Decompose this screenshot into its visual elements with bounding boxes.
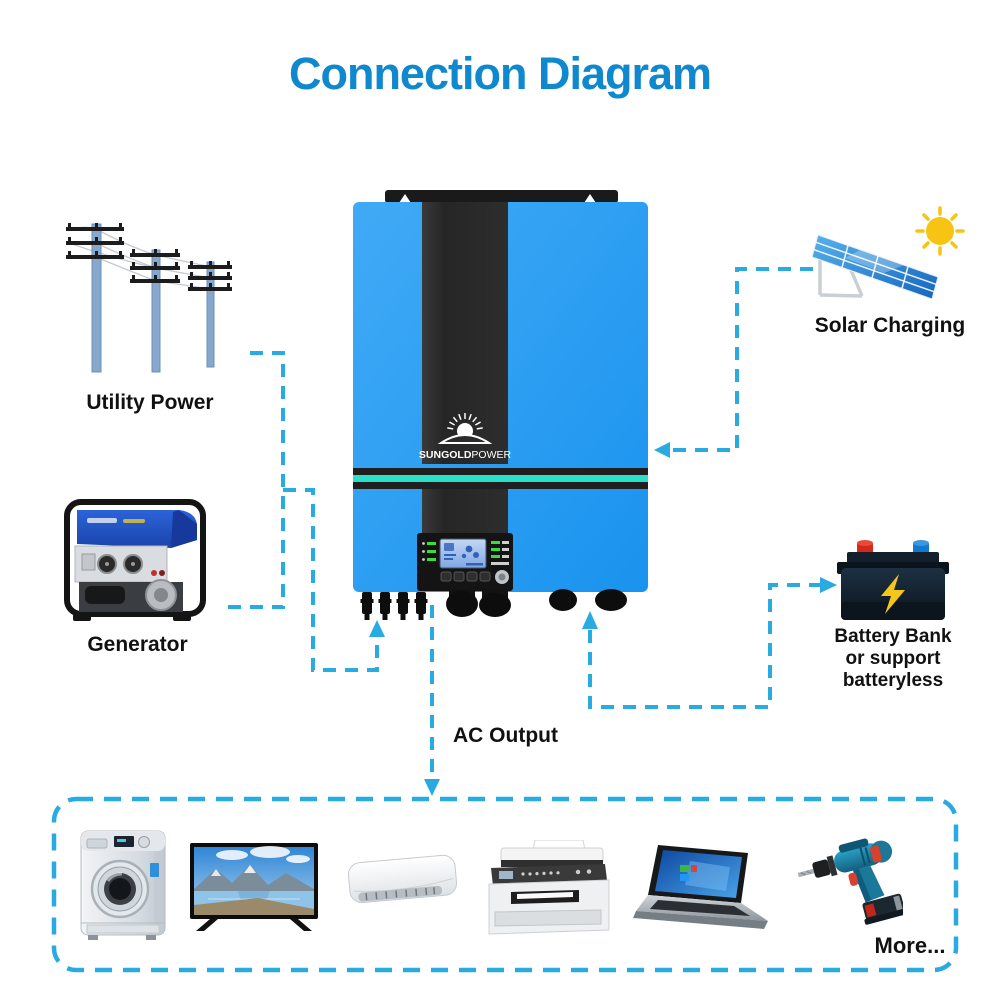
- svg-text:SUNGOLDPOWER: SUNGOLDPOWER: [419, 449, 512, 461]
- ac-output-label: AC Output: [453, 724, 558, 747]
- panel-button: [466, 571, 478, 582]
- panel-button: [479, 571, 491, 582]
- cable-gland: [446, 591, 478, 617]
- generator-icon: [64, 499, 206, 621]
- inverter-center-stripe: [422, 202, 508, 464]
- printer-icon: [488, 840, 610, 935]
- air-conditioner-icon: [347, 854, 458, 904]
- sungold-logo: SUNGOLDPOWER: [419, 413, 512, 461]
- mc4-connector: [378, 592, 392, 620]
- mc4-connector: [396, 592, 410, 620]
- generator-label: Generator: [87, 633, 188, 656]
- mounting-bracket: [385, 190, 618, 203]
- cable-gland: [549, 589, 577, 611]
- laptop-icon: [633, 845, 768, 929]
- brand-primary: SUNGOLD: [419, 449, 472, 461]
- lightning-bolt-icon: [881, 574, 905, 614]
- mc4-connector: [414, 592, 428, 620]
- page-title: Connection Diagram: [288, 48, 712, 99]
- battery-icon: [837, 540, 949, 620]
- cable-gland: [479, 593, 511, 617]
- tv-icon: [190, 843, 318, 931]
- bottom-connectors: [360, 589, 627, 620]
- panel-button: [453, 571, 465, 582]
- mc4-connector: [360, 592, 374, 620]
- battery-bank-label: Battery Bank or support batteryless: [834, 626, 952, 691]
- accent-band-teal-stripe: [353, 475, 648, 482]
- utility-to-bus-line: [250, 351, 285, 609]
- more-label: More...: [874, 933, 946, 958]
- solar-panel-icon: [811, 206, 965, 300]
- arrow-solar-in: [654, 442, 670, 458]
- electric-drill-icon: [798, 838, 903, 925]
- utility-power-label: Utility Power: [86, 391, 214, 414]
- sun-icon: [915, 206, 965, 256]
- inverter-icon: SUNGOLDPOWER: [353, 190, 648, 620]
- panel-button: [440, 571, 452, 582]
- solar-to-inverter-line: [668, 267, 813, 452]
- solar-charging-label: Solar Charging: [814, 314, 966, 337]
- utility-poles-icon: [66, 223, 232, 373]
- arrow-ac-output-down: [424, 779, 440, 796]
- control-panel: [417, 533, 513, 591]
- washing-machine-icon: [80, 830, 166, 940]
- cable-gland: [595, 589, 627, 611]
- brand-secondary: POWER: [471, 449, 511, 461]
